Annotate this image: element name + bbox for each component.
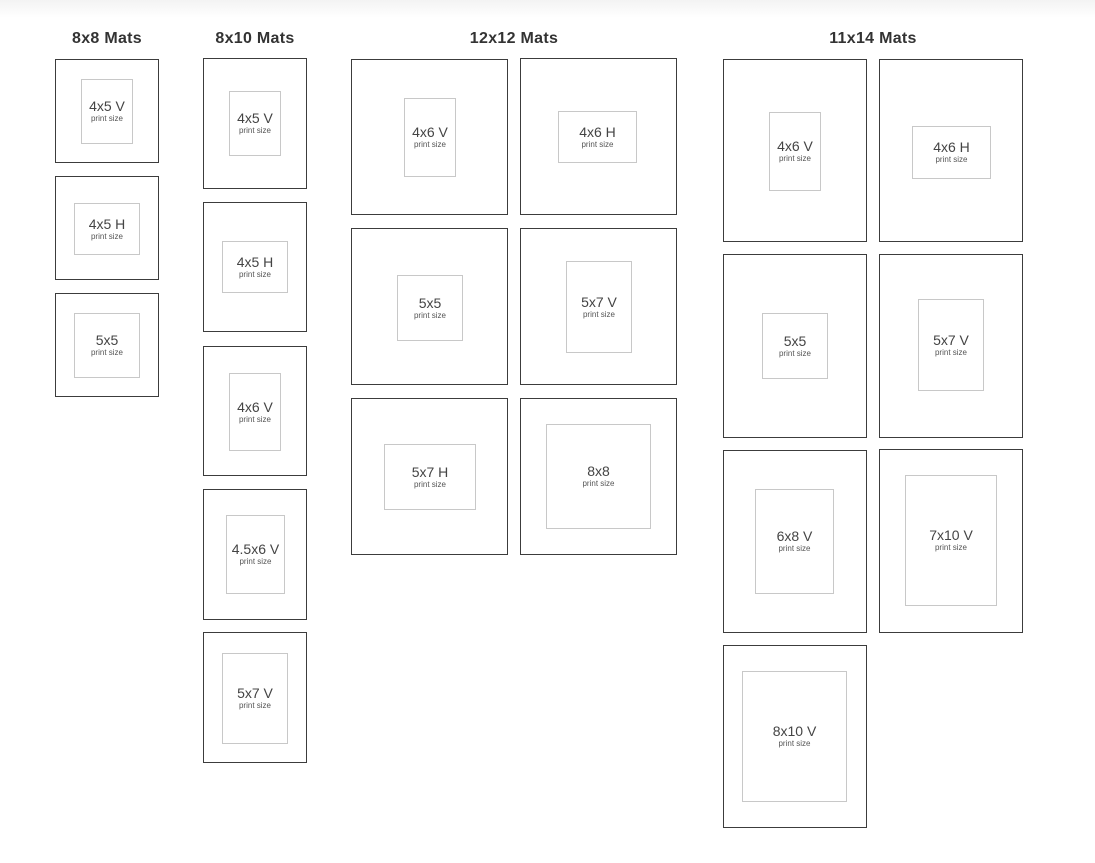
print-size-label: 5x5: [418, 294, 442, 311]
print-size-caption: print size: [778, 348, 811, 358]
print-window: 8x8 print size: [546, 424, 651, 529]
mat-11x14-7x10-v: 7x10 V print size: [879, 449, 1023, 633]
print-size-label: 5x7 V: [933, 331, 969, 348]
print-size-caption: print size: [238, 414, 271, 424]
print-size-label: 6x8 V: [776, 528, 813, 544]
print-window: 4x6 V print size: [404, 98, 456, 177]
print-window: 4x6 H print size: [912, 126, 991, 179]
mat-12x12-8x8: 8x8 print size: [520, 398, 677, 555]
print-window: 5x7 V print size: [918, 299, 984, 391]
mat-12x12-5x7-v: 5x7 V print size: [520, 228, 677, 385]
print-window: 4x5 V print size: [81, 79, 133, 144]
print-size-caption: print size: [778, 544, 811, 553]
print-size-label: 5x5: [783, 332, 807, 349]
print-size-label: 5x5: [95, 332, 119, 348]
mat-8x8-5x5: 5x5 print size: [55, 293, 159, 397]
print-size-label: 4x6 V: [412, 124, 448, 140]
print-size-label: 4.5x6 V: [231, 541, 280, 557]
print-size-label: 4x6 V: [237, 398, 273, 415]
heading-8x10-mats: 8x10 Mats: [215, 30, 295, 47]
print-size-label: 4x5 H: [236, 253, 274, 270]
print-window: 4x6 V print size: [229, 373, 281, 451]
print-size-caption: print size: [90, 114, 123, 123]
print-size-caption: print size: [581, 139, 614, 149]
print-size-caption: print size: [413, 479, 446, 489]
print-size-label: 4x6 H: [579, 123, 616, 140]
print-size-caption: print size: [238, 701, 271, 710]
print-window: 4x5 H print size: [74, 203, 140, 255]
print-size-caption: print size: [934, 543, 967, 552]
print-window: 8x10 V print size: [742, 671, 847, 802]
print-size-label: 4x6 H: [933, 139, 970, 155]
mat-8x8-4x5-v: 4x5 V print size: [55, 59, 159, 163]
heading-12x12-mats: 12x12 Mats: [469, 30, 559, 47]
print-window: 5x5 print size: [74, 313, 140, 378]
print-size-caption: print size: [238, 269, 271, 279]
print-size-caption: print size: [238, 126, 271, 135]
print-size-caption: print size: [413, 310, 446, 320]
print-size-caption: print size: [778, 739, 811, 748]
print-window: 4.5x6 V print size: [226, 515, 285, 594]
print-size-caption: print size: [778, 154, 811, 163]
mat-11x14-5x7-v: 5x7 V print size: [879, 254, 1023, 438]
print-size-label: 5x7 V: [237, 685, 273, 701]
print-size-label: 4x5 V: [237, 110, 273, 126]
top-bar: [0, 0, 1095, 18]
print-size-label: 7x10 V: [929, 527, 973, 543]
print-window: 5x5 print size: [397, 275, 463, 341]
mat-11x14-8x10-v: 8x10 V print size: [723, 645, 867, 828]
mat-11x14-4x6-h: 4x6 H print size: [879, 59, 1023, 242]
print-window: 4x6 V print size: [769, 112, 821, 191]
print-size-caption: print size: [90, 231, 123, 241]
heading-8x8-mats: 8x8 Mats: [72, 30, 142, 47]
print-size-label: 4x5 V: [89, 98, 125, 114]
mat-12x12-4x6-v: 4x6 V print size: [351, 59, 508, 215]
print-size-label: 8x10 V: [772, 723, 817, 739]
print-size-label: 8x8: [587, 463, 610, 479]
print-size-label: 5x7 V: [581, 293, 617, 310]
mat-12x12-5x5: 5x5 print size: [351, 228, 508, 385]
print-size-caption: print size: [934, 347, 967, 357]
mat-12x12-4x6-h: 4x6 H print size: [520, 58, 677, 215]
print-size-caption: print size: [582, 479, 615, 488]
print-window: 6x8 V print size: [755, 489, 834, 594]
mat-8x8-4x5-h: 4x5 H print size: [55, 176, 159, 280]
print-size-caption: print size: [239, 557, 272, 566]
print-size-caption: print size: [582, 309, 615, 319]
mat-11x14-6x8-v: 6x8 V print size: [723, 450, 867, 633]
mat-8x10-4-5x6-v: 4.5x6 V print size: [203, 489, 307, 620]
print-window: 5x7 V print size: [566, 261, 632, 353]
print-size-caption: print size: [90, 348, 123, 357]
print-window: 5x7 V print size: [222, 653, 288, 744]
mat-11x14-4x6-v: 4x6 V print size: [723, 59, 867, 242]
mat-8x10-4x6-v: 4x6 V print size: [203, 346, 307, 476]
print-window: 4x6 H print size: [558, 111, 637, 163]
print-size-label: 4x6 V: [777, 138, 813, 154]
print-size-caption: print size: [935, 155, 968, 164]
print-window: 4x5 H print size: [222, 241, 288, 293]
mat-8x10-4x5-h: 4x5 H print size: [203, 202, 307, 332]
mat-8x10-4x5-v: 4x5 V print size: [203, 58, 307, 189]
print-size-label: 5x7 H: [411, 463, 449, 480]
print-window: 7x10 V print size: [905, 475, 997, 606]
mat-12x12-5x7-h: 5x7 H print size: [351, 398, 508, 555]
mat-11x14-5x5: 5x5 print size: [723, 254, 867, 438]
print-size-label: 4x5 H: [88, 215, 126, 232]
print-window: 4x5 V print size: [229, 91, 281, 156]
print-size-caption: print size: [413, 140, 446, 149]
print-window: 5x5 print size: [762, 313, 828, 379]
print-window: 5x7 H print size: [384, 444, 476, 510]
heading-11x14-mats: 11x14 Mats: [829, 30, 917, 47]
mat-8x10-5x7-v: 5x7 V print size: [203, 632, 307, 763]
